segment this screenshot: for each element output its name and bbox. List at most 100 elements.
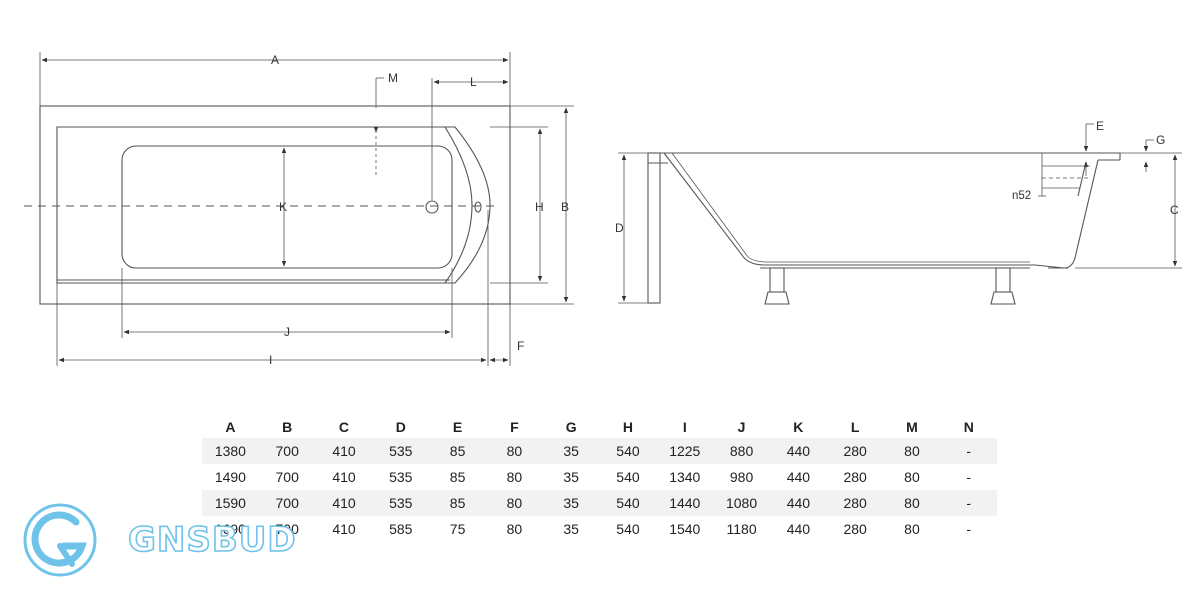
top-view xyxy=(24,105,511,305)
table-cell: 280 xyxy=(843,521,867,537)
table-cell: 410 xyxy=(315,490,373,516)
logo-text: GNSBUD xyxy=(127,519,297,561)
table-cell: 1225 xyxy=(656,438,714,464)
column-header: K xyxy=(793,419,804,435)
table-cell: 540 xyxy=(599,438,657,464)
table-cell: 440 xyxy=(769,438,827,464)
top-view-labels: A M L K H B J I F xyxy=(269,53,569,367)
table-cell: 280 xyxy=(843,469,867,485)
column-header: I xyxy=(682,419,687,435)
table-cell: 700 xyxy=(258,438,316,464)
label-L: L xyxy=(470,75,477,89)
label-I: I xyxy=(269,353,272,367)
label-B: B xyxy=(561,200,569,214)
table-cell: 1540 xyxy=(669,521,701,537)
column-header: L xyxy=(850,419,860,435)
column-header: H xyxy=(622,419,634,435)
column-header: M xyxy=(906,419,918,435)
left-foot xyxy=(769,267,785,293)
label-G: G xyxy=(1156,133,1165,147)
table-cell: 440 xyxy=(786,521,811,537)
table-cell: - xyxy=(940,438,998,464)
table-cell: 80 xyxy=(485,438,543,464)
table-cell: 540 xyxy=(599,490,657,516)
column-header: E xyxy=(452,419,463,435)
table-cell: 80 xyxy=(904,469,920,485)
table-cell: 1490 xyxy=(214,469,246,485)
logo-g-icon xyxy=(23,503,97,577)
rim-arc xyxy=(444,126,473,284)
table-cell: 410 xyxy=(315,438,373,464)
outer-rim xyxy=(39,105,511,305)
table-cell: 85 xyxy=(429,490,486,516)
brand-logo: GNSBUD xyxy=(20,500,300,580)
table-cell: 1080 xyxy=(713,490,770,516)
table-cell: 880 xyxy=(713,438,770,464)
side-view-labels: E G n52 D C xyxy=(615,119,1179,235)
column-header: D xyxy=(395,419,406,435)
table-cell: 540 xyxy=(616,469,640,485)
column-header: B xyxy=(282,419,293,435)
label-E: E xyxy=(1096,119,1104,133)
right-foot xyxy=(995,267,1011,293)
label-H: H xyxy=(535,200,544,214)
table-cell: 700 xyxy=(275,469,299,485)
table-cell: 280 xyxy=(826,490,884,516)
drain-icon xyxy=(425,200,439,214)
side-view xyxy=(647,152,1121,305)
label-F: F xyxy=(517,339,524,353)
table-cell: 80 xyxy=(506,469,523,485)
table-cell: 85 xyxy=(449,469,466,485)
table-cell: 440 xyxy=(769,490,827,516)
label-n52: n52 xyxy=(1012,190,1031,202)
table-cell: 535 xyxy=(389,469,413,485)
label-K: K xyxy=(279,200,287,214)
table-cell: 35 xyxy=(563,521,579,537)
table-cell: 80 xyxy=(506,521,523,537)
label-C: C xyxy=(1170,203,1179,217)
table-cell: 440 xyxy=(786,469,811,485)
table-cell: 410 xyxy=(332,469,356,485)
table-cell: 540 xyxy=(616,521,640,537)
column-header: F xyxy=(510,419,519,435)
table-cell: 1340 xyxy=(669,469,701,485)
table-cell: 1590 xyxy=(202,490,259,516)
table-cell: 700 xyxy=(258,490,316,516)
table-cell: 80 xyxy=(485,490,543,516)
table-cell: 80 xyxy=(904,521,920,537)
label-D: D xyxy=(615,221,624,235)
basin-bottom xyxy=(121,145,453,269)
table-cell: 80 xyxy=(883,490,941,516)
basin-profile xyxy=(663,152,1099,269)
table-cell: 410 xyxy=(332,521,356,537)
table-cell: 1180 xyxy=(726,521,757,537)
table-cell: 35 xyxy=(542,438,600,464)
label-J: J xyxy=(284,325,290,339)
column-header: A xyxy=(225,419,236,435)
column-header: G xyxy=(565,419,577,435)
table-cell: 700 xyxy=(275,521,299,537)
inner-basin-outline xyxy=(56,126,491,284)
table-cell: 75 xyxy=(449,521,466,537)
table-cell: 1380 xyxy=(202,438,259,464)
table-cell: - xyxy=(966,521,972,537)
label-A: A xyxy=(271,53,279,67)
table-cell: 85 xyxy=(429,438,486,464)
table-cell: - xyxy=(940,490,998,516)
table-cell: 35 xyxy=(542,490,600,516)
column-header: C xyxy=(338,419,350,435)
table-cell: 80 xyxy=(883,438,941,464)
table-cell: 980 xyxy=(729,469,754,485)
table-cell: 35 xyxy=(563,469,579,485)
column-header: N xyxy=(963,419,974,435)
table-cell: 585 xyxy=(389,521,413,537)
table-cell: 280 xyxy=(826,438,884,464)
